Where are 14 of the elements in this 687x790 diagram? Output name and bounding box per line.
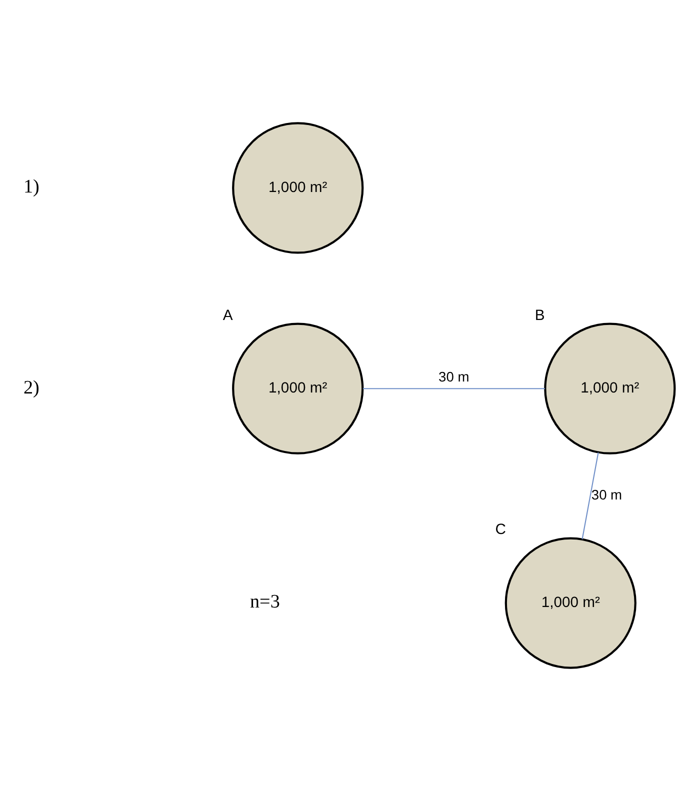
edge-label: 30 m [591,486,622,502]
label: n=3 [250,591,280,612]
label: 2) [23,376,40,398]
edge-label: 30 m [438,369,470,384]
node-label: C [495,522,506,538]
node-circle: 1,000 m² [544,322,676,454]
node-label: B [534,307,545,324]
label: 1) [23,176,40,198]
node-label: A [222,307,233,324]
node-circle: 1,000 m² [232,322,364,454]
node-circle: 1,000 m² [504,536,636,668]
node-circle: 1,000 m² [232,122,364,254]
connector [582,452,599,539]
connector [362,388,545,389]
